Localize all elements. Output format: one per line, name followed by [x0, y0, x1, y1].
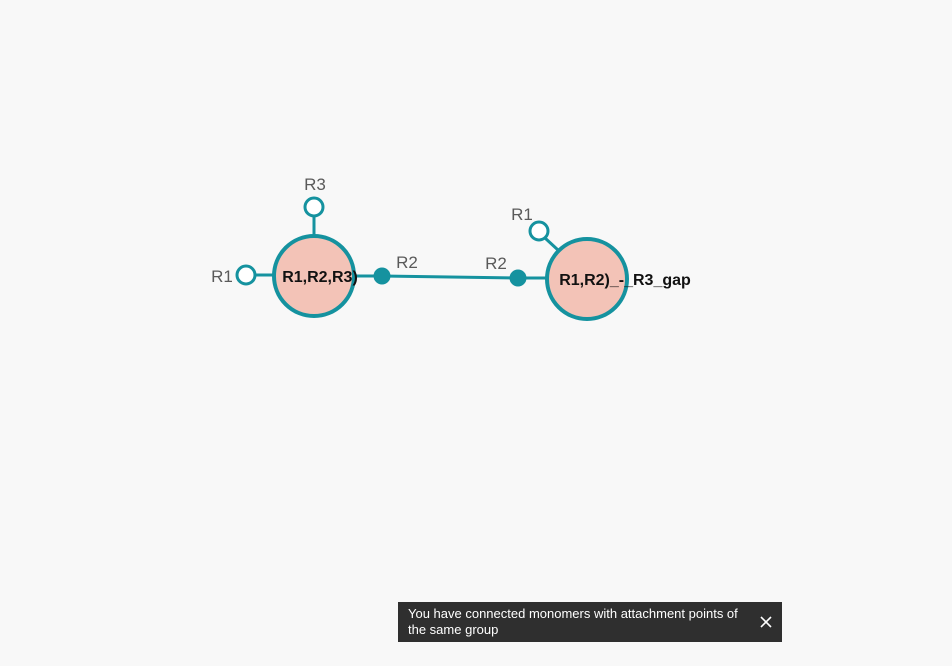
notification-toast: You have connected monomers with attachm… [398, 602, 782, 642]
toast-close-button[interactable] [756, 612, 776, 632]
close-icon[interactable] [756, 612, 776, 632]
attachment-label-r1: R1 [511, 205, 533, 224]
bond-r2-r2[interactable] [381, 274, 519, 280]
attachment-label-r3: R3 [304, 175, 326, 194]
monomer-circle[interactable] [545, 237, 629, 321]
toast-message: You have connected monomers with attachm… [408, 606, 738, 637]
monomer-label: R1,R2)_-_R3_gap [559, 272, 691, 289]
attachment-label-r2: R2 [485, 254, 507, 273]
attachment-label-r2: R2 [396, 253, 418, 272]
attachment-point-r1[interactable] [528, 220, 550, 242]
attachment-point-r1[interactable] [235, 264, 257, 286]
monomer-circle[interactable] [272, 234, 356, 318]
monomer-2[interactable]: R1,R2)_-_R3_gap R1 R2 [485, 205, 691, 321]
attachment-label-r1: R1 [211, 267, 233, 286]
attachment-point-r3[interactable] [303, 196, 325, 218]
attachment-stub-r1 [543, 236, 560, 252]
attachment-point-r2[interactable] [509, 269, 527, 287]
monomer-label: R1,R2,R3) [282, 269, 358, 286]
attachment-point-r2[interactable] [373, 267, 391, 285]
monomer-1[interactable]: R1,R2,R3) R3 R1 R2 [211, 175, 418, 318]
